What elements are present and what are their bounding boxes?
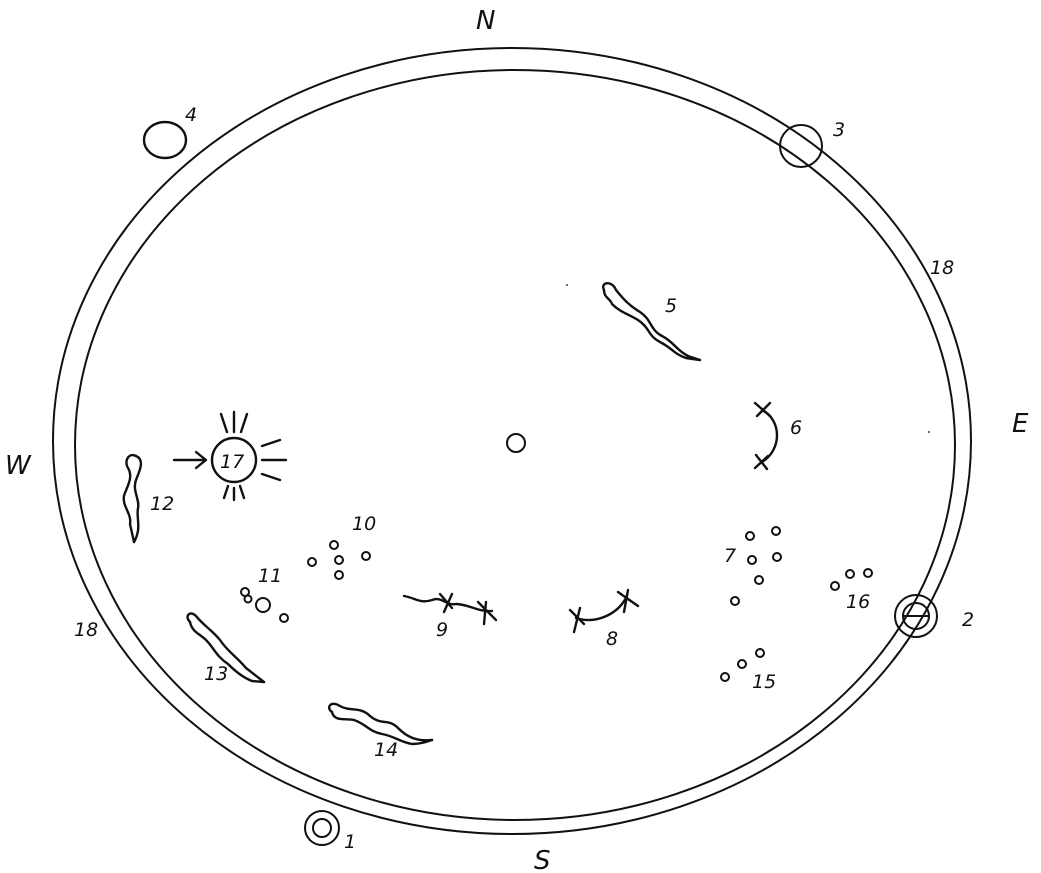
feature-7-label: 7 [724, 545, 736, 567]
feature-4-label: 4 [185, 104, 197, 126]
outer-ring [53, 48, 971, 834]
feature-8-arc [570, 590, 638, 632]
feature-16-label: 16 [846, 591, 870, 613]
feature-11-dots [241, 588, 288, 622]
feature-12-label: 12 [150, 493, 174, 515]
feature-1-label: 1 [344, 831, 356, 853]
feature-11-label: 11 [258, 565, 282, 587]
feature-8-label: 8 [606, 628, 618, 650]
feature-9-wavy-line [404, 594, 496, 624]
ring-label-ne: 18 [930, 257, 954, 279]
feature-16-dots [831, 569, 872, 590]
west-label: W [5, 451, 32, 481]
center-circle [507, 434, 525, 452]
feature-10-label: 10 [352, 513, 376, 535]
feature-3-label: 3 [833, 119, 845, 141]
feature-17-label: 17 [220, 451, 244, 473]
feature-9-label: 9 [436, 619, 448, 641]
feature-13-label: 13 [204, 663, 228, 685]
north-label: N [476, 6, 495, 36]
feature-14-serpent [329, 704, 432, 744]
feature-6-arc [755, 403, 777, 469]
feature-12-serpent [124, 455, 141, 542]
speck [566, 284, 568, 286]
feature-5-label: 5 [665, 295, 677, 317]
feature-1-double-circle [305, 811, 339, 845]
speck [928, 431, 930, 433]
feature-6-label: 6 [790, 417, 802, 439]
feature-14-label: 14 [374, 739, 398, 761]
south-label: S [534, 846, 551, 873]
inner-ring [75, 70, 955, 820]
east-label: E [1012, 409, 1029, 439]
feature-4-circle [144, 122, 186, 158]
feature-15-label: 15 [752, 671, 776, 693]
ring-label-sw: 18 [74, 619, 98, 641]
feature-2-label: 2 [962, 609, 974, 631]
feature-10-dots [308, 541, 370, 579]
feature-7-dots [731, 527, 781, 605]
feature-5-serpent [603, 283, 700, 360]
